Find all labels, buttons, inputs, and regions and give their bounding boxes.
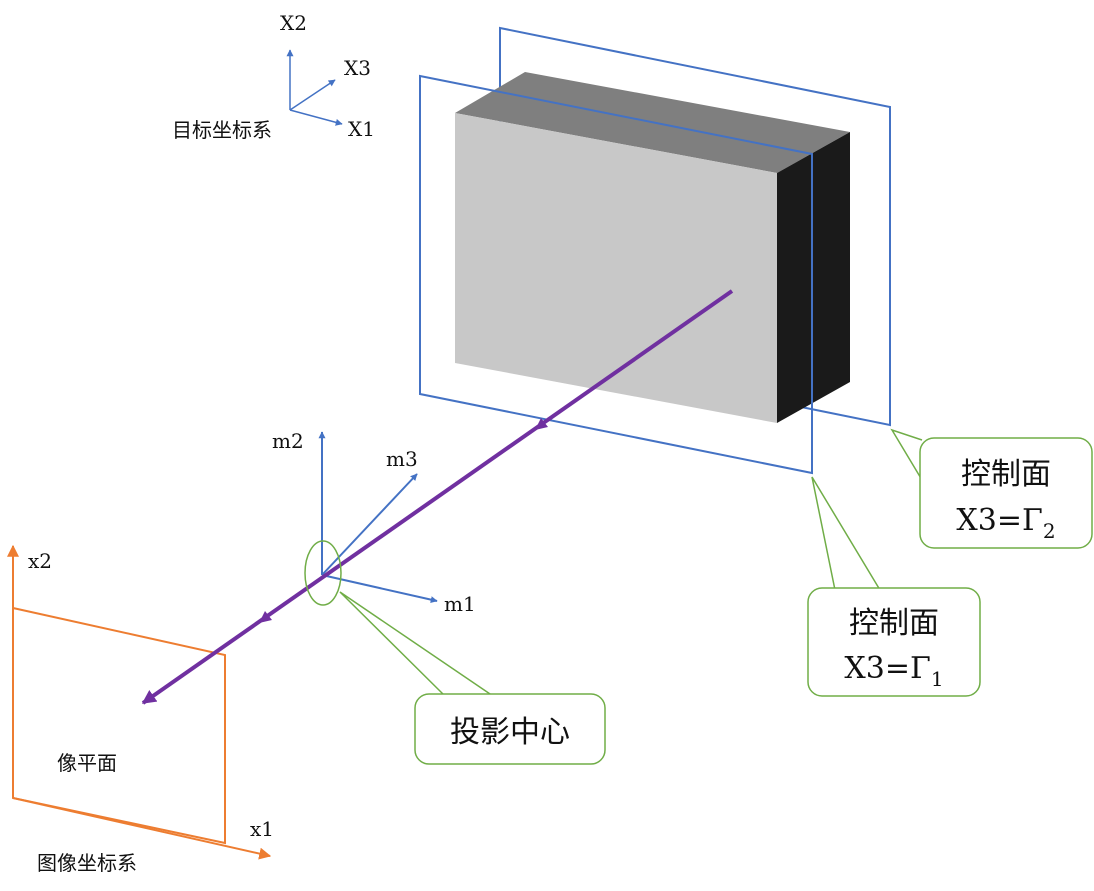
projection-ray-mid-arrow-2 — [259, 611, 272, 623]
target-box-front-face — [455, 113, 777, 423]
callout-projection-center-pointer — [339, 591, 494, 697]
camera-coordinate-frame: m2 m3 m1 — [272, 429, 476, 616]
projection-ray-line — [141, 289, 734, 705]
callout-control-plane-1-pointer — [811, 476, 881, 591]
target-box — [455, 72, 850, 423]
callout-control-plane-2-title: 控制面 — [961, 457, 1051, 492]
callout-control-plane-1-box — [807, 587, 981, 697]
projection-center-marker — [304, 540, 342, 606]
callout-projection-center-title: 投影中心 — [450, 715, 570, 750]
image-axis-x1-label: x1 — [250, 817, 274, 841]
target-box-side-face — [777, 132, 850, 423]
image-axis-x1 — [12, 797, 272, 860]
callout-control-plane-2: 控制面 X3=Γ2 — [890, 428, 1093, 549]
camera-axis-m1-label: m1 — [444, 592, 476, 616]
target-axis-x2-label: X2 — [280, 11, 307, 35]
target-frame-caption: 目标坐标系 — [172, 118, 272, 142]
callout-projection-center-box — [414, 693, 606, 765]
camera-axis-m2-label: m2 — [272, 429, 304, 453]
image-frame-caption: 图像坐标系 — [37, 851, 137, 875]
target-axis-x3 — [289, 79, 336, 111]
target-axis-x1-label: X1 — [348, 117, 375, 141]
projection-ray-mid-arrow — [535, 418, 548, 430]
control-plane-front — [419, 74, 813, 475]
callout-control-plane-1-title: 控制面 — [849, 606, 939, 641]
callout-control-plane-1: 控制面 X3=Γ1 — [807, 476, 981, 697]
target-coordinate-frame: X2 X3 X1 目标坐标系 — [172, 11, 375, 142]
callout-control-plane-2-box — [919, 437, 1093, 549]
callout-control-plane-1-subscript: 1 — [931, 667, 944, 691]
callout-control-plane-2-subscript: 2 — [1043, 519, 1056, 543]
image-plane-label: 像平面 — [57, 751, 117, 775]
camera-axis-m3 — [321, 473, 418, 576]
callout-control-plane-2-formula-main: X3=Γ — [956, 503, 1042, 538]
projection-ray — [141, 289, 734, 705]
camera-axis-m3-label: m3 — [386, 447, 418, 471]
callout-control-plane-1-formula-main: X3=Γ — [844, 651, 930, 686]
callout-control-plane-1-formula: X3=Γ1 — [844, 651, 943, 691]
image-plane-outline — [12, 606, 226, 845]
image-axis-x2-label: x2 — [28, 549, 52, 573]
image-plane: x2 x1 像平面 图像坐标系 — [6, 544, 274, 875]
callout-projection-center: 投影中心 — [339, 591, 606, 765]
target-axis-x3-label: X3 — [344, 56, 371, 80]
callout-control-plane-2-formula: X3=Γ2 — [956, 503, 1055, 543]
target-axis-x1 — [289, 109, 343, 126]
callout-control-plane-2-pointer — [890, 428, 923, 481]
